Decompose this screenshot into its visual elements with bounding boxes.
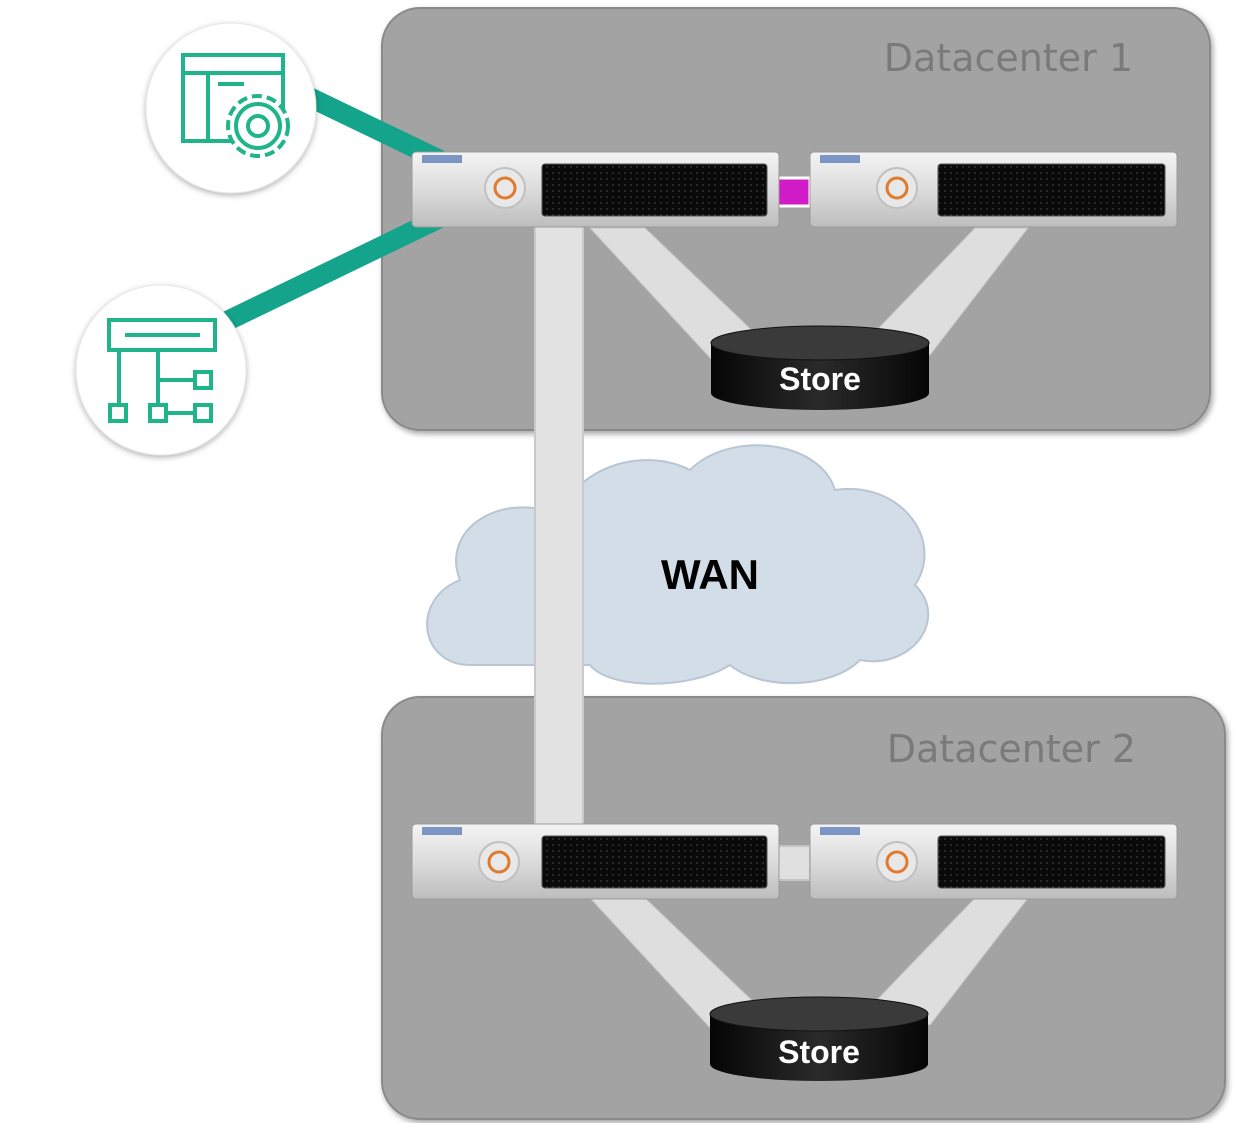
wan-cloud: WAN xyxy=(426,444,930,685)
application-settings-icon xyxy=(145,22,317,194)
wan-label: WAN xyxy=(661,551,759,598)
dc1-server-1 xyxy=(411,151,780,228)
datacenter-1-label: Datacenter 1 xyxy=(884,36,1133,80)
dc2-server-1 xyxy=(411,823,780,900)
dc1-node-interlink xyxy=(776,176,812,208)
dc2-store-label: Store xyxy=(778,1034,860,1070)
hierarchy-diagram-icon xyxy=(75,284,247,456)
dc2-server-2 xyxy=(809,823,1178,900)
hierarchy-client-link xyxy=(220,208,445,332)
app-client-link xyxy=(300,85,445,170)
dc1-store-link-right xyxy=(871,227,1030,356)
dc2-store: Store xyxy=(709,996,929,1081)
datacenter-1-panel: Datacenter 1 xyxy=(381,7,1211,431)
datacenter-2-panel: Datacenter 2 xyxy=(381,696,1226,1120)
datacenter-2-label: Datacenter 2 xyxy=(887,727,1136,771)
dc2-node-interlink xyxy=(777,845,811,881)
wan-link xyxy=(534,224,584,831)
dc1-store-label: Store xyxy=(779,361,861,397)
dc1-store: Store xyxy=(710,325,930,410)
dc1-server-2 xyxy=(809,151,1178,228)
